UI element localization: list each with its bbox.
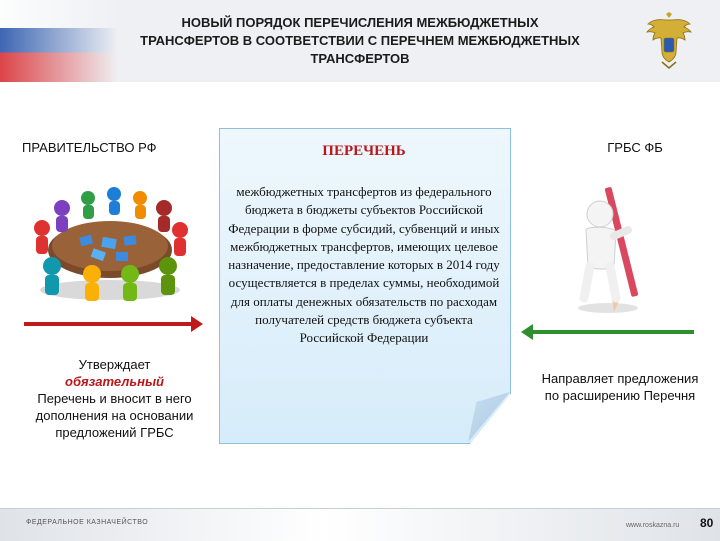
flag-decoration — [0, 0, 118, 82]
footer-org-name: ФЕДЕРАЛЬНОЕ КАЗНАЧЕЙСТВО — [26, 519, 149, 526]
arrow-left-green-icon — [521, 324, 694, 340]
government-heading: ПРАВИТЕЛЬСТВО РФ — [22, 140, 157, 155]
government-text-emphasis: обязательный — [65, 374, 164, 389]
list-note-card — [219, 128, 511, 444]
government-text-verb: Утверждает — [78, 357, 151, 372]
government-description: Утверждает обязательный Перечень и вноси… — [22, 356, 207, 441]
header-bar — [0, 0, 720, 82]
government-text-rest: Перечень и вносит в него дополнения на о… — [35, 391, 194, 440]
footer-bar — [0, 508, 720, 541]
list-description: межбюджетных трансфертов из федерального… — [228, 184, 500, 346]
double-headed-eagle-emblem-icon — [646, 12, 692, 69]
person-with-pencil-icon — [578, 187, 639, 313]
round-table-meeting-icon — [34, 187, 188, 301]
arrow-right-red-icon — [24, 316, 203, 332]
page-title: НОВЫЙ ПОРЯДОК ПЕРЕЧИСЛЕНИЯ МЕЖБЮДЖЕТНЫХ … — [140, 15, 580, 66]
footer-url[interactable]: www.roskazna.ru — [626, 522, 680, 529]
grbs-description: Направляет предложения по расширению Пер… — [541, 371, 699, 403]
page-number: 80 — [700, 516, 714, 530]
grbs-heading: ГРБС ФБ — [607, 140, 663, 155]
list-title: ПЕРЕЧЕНЬ — [322, 143, 406, 159]
